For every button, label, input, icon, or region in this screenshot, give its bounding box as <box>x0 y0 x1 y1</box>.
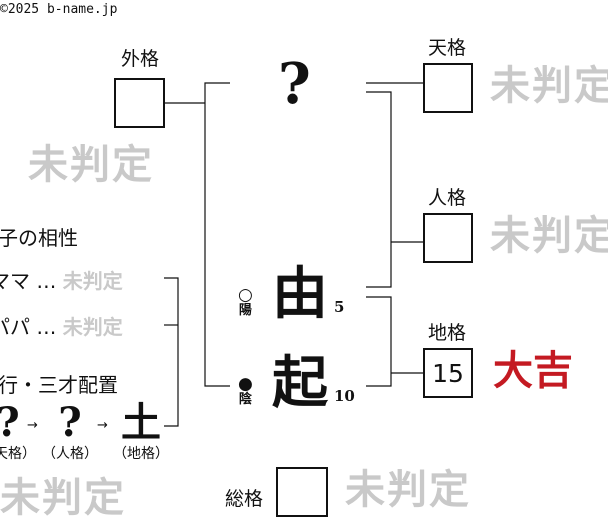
compat-papa-result: 未判定 <box>62 315 123 339</box>
chikaku-box: 15 <box>423 348 473 398</box>
given-char-2-strokes: 10 <box>334 387 355 405</box>
soukaku-result: 未判定 <box>345 466 471 513</box>
gaikaku-result: 未判定 <box>28 141 154 188</box>
yang-label: 陽 <box>238 303 252 318</box>
gaikaku-result-lower: 未判定 <box>0 474 126 521</box>
tenkaku-label: 天格 <box>428 37 467 59</box>
gogyo-element-label: （人格） <box>42 446 98 462</box>
soukaku-box <box>276 467 328 517</box>
gogyo-element: ? <box>0 403 38 443</box>
gogyo-title: 五行・三才配置 <box>0 373 118 397</box>
tenkaku-result: 未判定 <box>490 62 608 109</box>
compat-mama-result: 未判定 <box>62 269 123 293</box>
compat-title: 親子の相性 <box>0 226 78 250</box>
chikaku-result: 大吉 <box>493 347 573 394</box>
given-char-2: 起 <box>272 350 328 416</box>
jinkaku-label: 人格 <box>428 187 467 209</box>
connector-lines <box>164 82 424 427</box>
yang-mark: ○ <box>238 285 253 305</box>
compat-mama-label: ママ … <box>0 269 57 293</box>
arrow-icon: → <box>27 418 38 433</box>
soukaku-label: 総格 <box>225 488 264 510</box>
copyright-text: ©2025 b-name.jp <box>0 2 118 17</box>
gogyo-element: 土 <box>121 399 161 446</box>
gogyo-element-label: （天格） <box>0 446 36 462</box>
given-char-1-strokes: 5 <box>334 298 345 316</box>
chikaku-label: 地格 <box>428 322 467 344</box>
yin-mark: ● <box>238 374 253 394</box>
gaikaku-box <box>114 78 165 128</box>
surname-char: ? <box>278 51 311 117</box>
tenkaku-box <box>423 63 473 113</box>
gogyo-element-label: （地格） <box>113 446 169 462</box>
compat-papa: パパ … 未判定 <box>0 311 123 340</box>
arrow-icon: → <box>97 418 108 433</box>
compat-mama: ママ … 未判定 <box>0 265 123 294</box>
gogyo-item-jinkaku: ? （人格） <box>40 403 100 463</box>
yin-label: 陰 <box>238 392 252 407</box>
gogyo-item-tenkaku: ? （天格） <box>0 403 38 463</box>
gaikaku-label: 外格 <box>121 48 160 70</box>
gogyo-item-chikaku: 土 （地格） <box>111 403 171 463</box>
given-char-1-yinyang: ○ 陽 <box>238 287 253 319</box>
given-char-2-yinyang: ● 陰 <box>238 376 253 408</box>
gogyo-element: ? <box>58 399 82 446</box>
jinkaku-box <box>423 213 473 263</box>
compat-papa-label: パパ … <box>0 315 57 339</box>
given-char-1: 由 <box>272 261 328 327</box>
jinkaku-result: 未判定 <box>490 212 608 259</box>
